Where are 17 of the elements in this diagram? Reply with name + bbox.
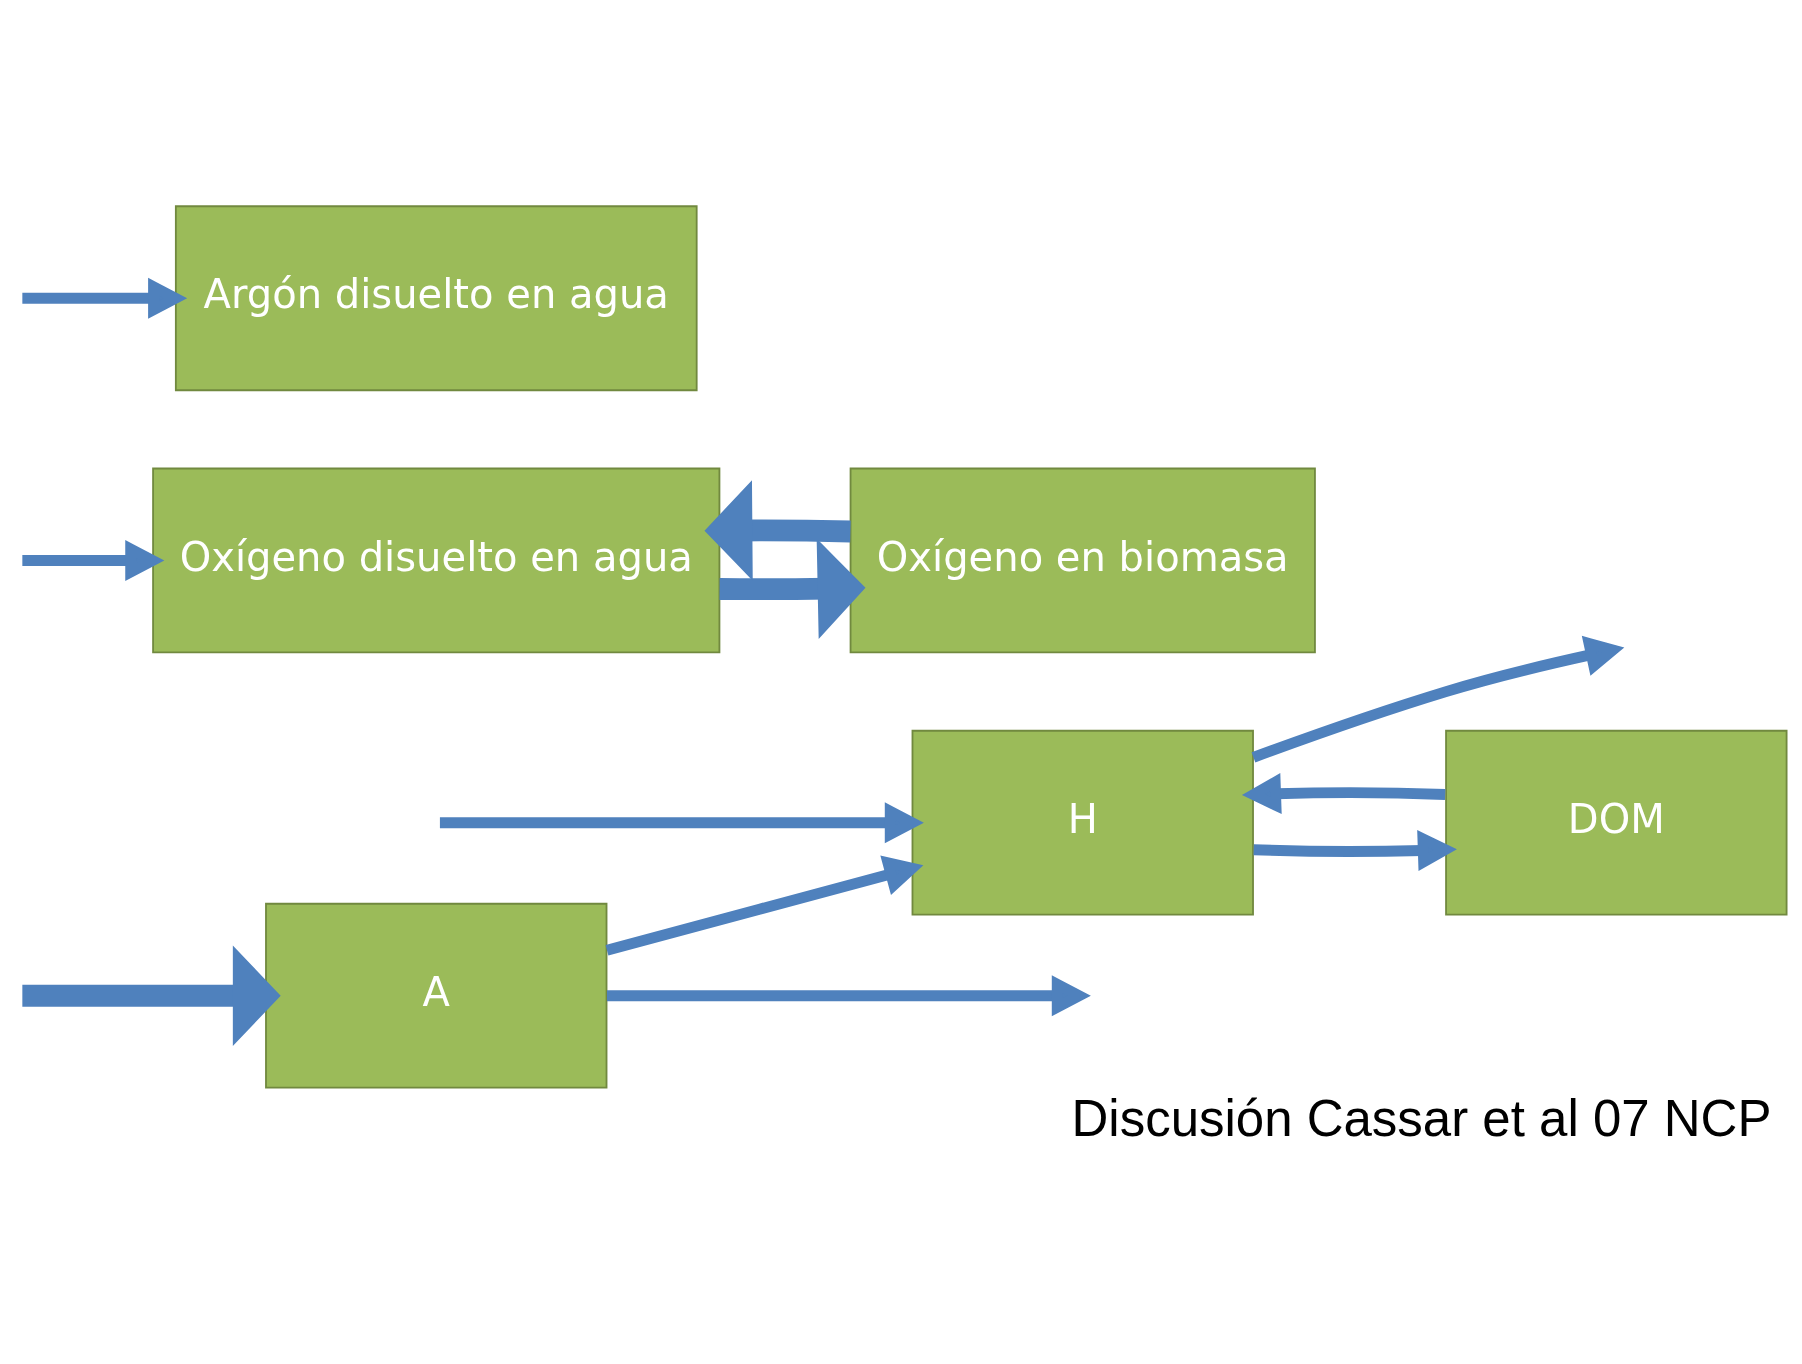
arrow (704, 479, 851, 581)
arrow (439, 801, 924, 843)
arrow (22, 277, 188, 319)
node-box: H (911, 729, 1254, 916)
arrow (605, 854, 924, 956)
arrow (22, 539, 165, 581)
arrow (22, 944, 281, 1046)
arrow (1253, 829, 1457, 871)
caption: Discusión Cassar et al 07 NCP (1071, 1089, 1772, 1147)
arrow (1251, 635, 1625, 762)
arrow (1241, 772, 1446, 814)
node-box: Oxígeno disuelto en agua (152, 467, 721, 653)
node-box: A (265, 902, 608, 1089)
arrow (607, 974, 1091, 1016)
node-box: Oxígeno en biomasa (849, 467, 1316, 653)
node-box: Argón disuelto en agua (174, 204, 698, 391)
node-box: DOM (1445, 729, 1788, 916)
